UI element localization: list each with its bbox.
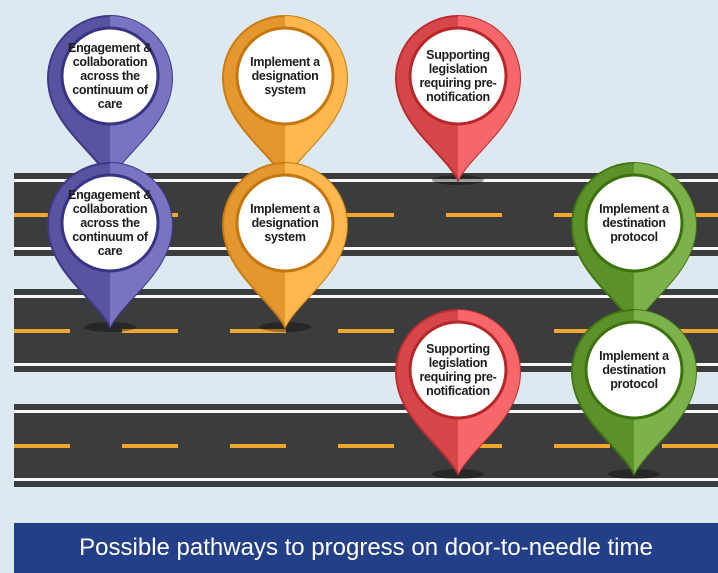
map-pin-icon — [394, 309, 522, 479]
map-pin-icon — [394, 15, 522, 185]
pin-label: Engagement & collaboration across the co… — [68, 188, 152, 258]
lane-marking — [14, 212, 718, 217]
pin-label-circle — [60, 173, 160, 273]
pin-label: Implement a designation system — [250, 202, 320, 244]
pin-engagement-collaboration: Engagement & collaboration across the co… — [42, 162, 178, 332]
pin-legislation-prenotification: Supporting legislation requiring pre-not… — [390, 15, 526, 185]
pin-label-circle — [584, 320, 684, 420]
road-edge-line — [14, 478, 718, 481]
pin-label-circle — [60, 26, 160, 126]
pin-designation-system: Implement a designation system — [217, 162, 353, 332]
pin-label-circle — [235, 173, 335, 273]
pin-label: Implement a destination protocol — [599, 202, 669, 244]
pin-designation-system: Implement a designation system — [217, 15, 353, 185]
pin-label: Supporting legislation requiring pre-not… — [419, 342, 497, 398]
pin-label-circle — [408, 320, 508, 420]
road-edge-line — [14, 295, 718, 298]
map-pin-icon — [570, 162, 698, 332]
pin-label-circle — [584, 173, 684, 273]
pin-label: Implement a designation system — [250, 55, 320, 97]
lane-marking — [14, 328, 718, 333]
road-edge-line — [14, 179, 718, 182]
pin-label-circle — [408, 26, 508, 126]
pin-engagement-collaboration: Engagement & collaboration across the co… — [42, 15, 178, 185]
pin-label: Implement a destination protocol — [599, 349, 669, 391]
pin-label-circle — [235, 26, 335, 126]
road-edge-line — [14, 410, 718, 413]
pin-label: Engagement & collaboration across the co… — [68, 41, 152, 111]
pin-label: Supporting legislation requiring pre-not… — [419, 48, 497, 104]
map-pin-icon — [46, 162, 174, 332]
map-pin-icon — [221, 162, 349, 332]
pin-destination-protocol: Implement a destination protocol — [566, 162, 702, 332]
map-pin-icon — [221, 15, 349, 185]
pin-legislation-prenotification: Supporting legislation requiring pre-not… — [390, 309, 526, 479]
pin-destination-protocol: Implement a destination protocol — [566, 309, 702, 479]
map-pin-icon — [570, 309, 698, 479]
road-edge-line — [14, 247, 718, 250]
lane-marking — [14, 443, 718, 448]
road-edge-line — [14, 363, 718, 366]
caption-banner: Possible pathways to progress on door-to… — [14, 523, 718, 573]
